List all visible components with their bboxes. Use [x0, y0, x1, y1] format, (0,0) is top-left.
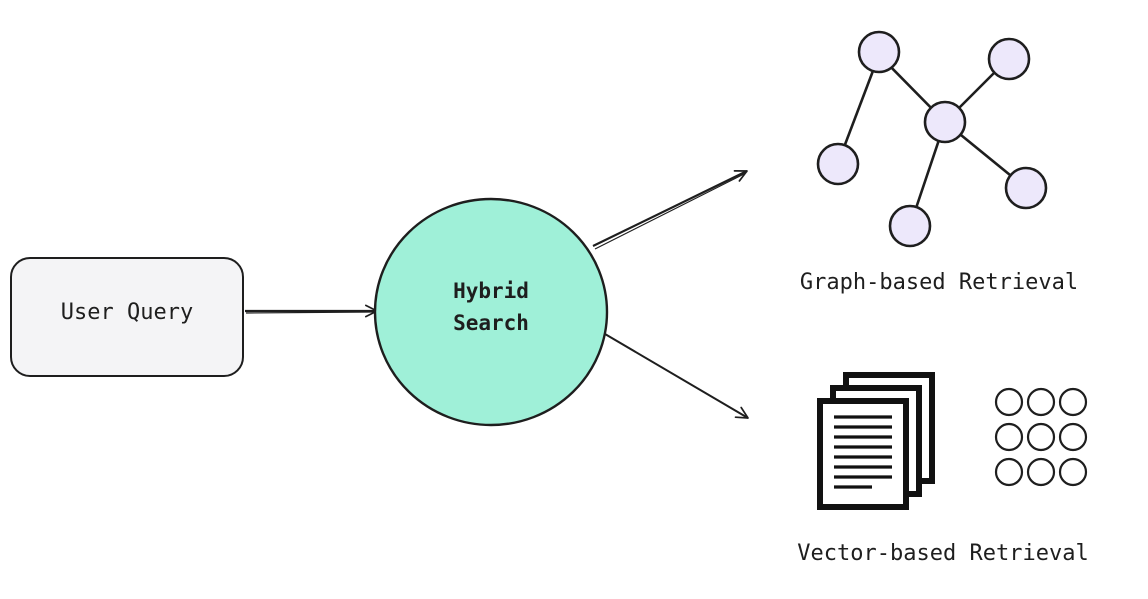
- graph-node: [888, 204, 932, 248]
- user-query-label: User Query: [60, 300, 194, 325]
- graph-network-icon: [816, 30, 1048, 248]
- hybrid-search-label: Hybrid Search: [391, 275, 591, 339]
- vector-dot: [1026, 422, 1056, 452]
- documents-stack-icon: [817, 372, 935, 510]
- edge-hybrid-to-vector: [604, 333, 749, 419]
- edge-hybrid-to-graph: [592, 170, 748, 250]
- vector-dot: [1058, 457, 1088, 487]
- vector-retrieval-label: Vector-based Retrieval: [797, 541, 1089, 566]
- vector-dot: [994, 422, 1024, 452]
- graph-node: [1004, 166, 1048, 210]
- vector-dot: [994, 457, 1024, 487]
- graph-node: [923, 100, 967, 144]
- vector-grid-icon: [994, 387, 1088, 487]
- user-query-node: [10, 257, 244, 377]
- vector-dot: [1026, 387, 1056, 417]
- graph-retrieval-label: Graph-based Retrieval: [799, 270, 1079, 295]
- hybrid-search-label-line2: Search: [453, 311, 529, 335]
- graph-node: [816, 142, 860, 186]
- vector-dot: [994, 387, 1024, 417]
- edge-query-to-hybrid: [245, 304, 378, 318]
- graph-node: [987, 37, 1031, 81]
- vector-dot: [1058, 422, 1088, 452]
- graph-node: [857, 30, 901, 74]
- vector-dot: [1058, 387, 1088, 417]
- hybrid-search-label-line1: Hybrid: [453, 279, 529, 303]
- vector-dot: [1026, 457, 1056, 487]
- hybrid-search-node: [373, 197, 609, 427]
